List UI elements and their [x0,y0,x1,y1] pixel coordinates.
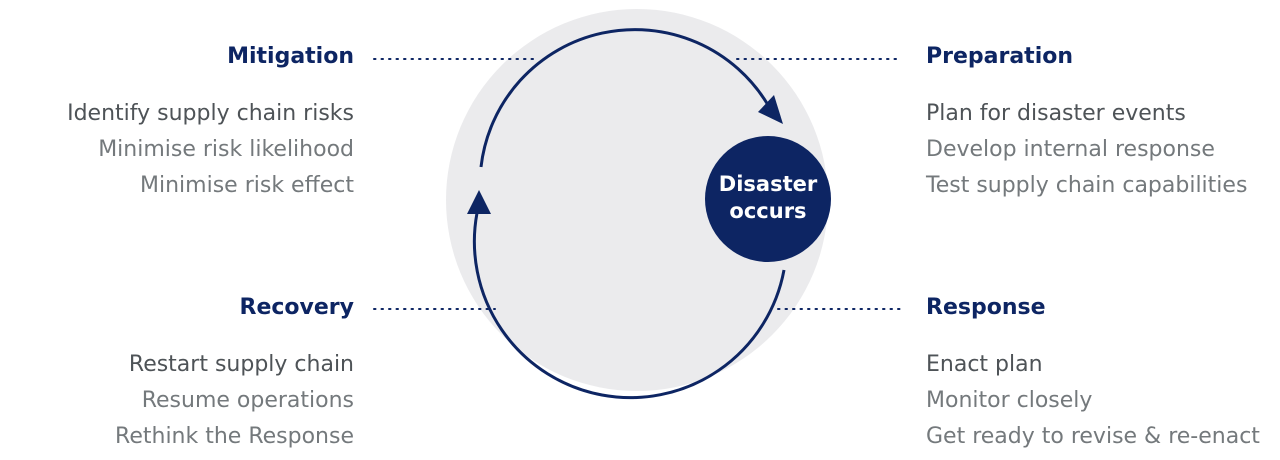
background-circle [446,9,828,391]
cycle-arrows-icon [467,28,786,400]
recovery-item: Restart supply chain [128,352,354,377]
disaster-node [705,136,831,262]
arc-arrowhead-right-icon [758,95,783,124]
response-item: Enact plan [926,352,1043,377]
mitigation-item: Minimise risk likelihood [98,137,354,162]
disaster-node-line2: occurs [729,199,807,223]
response-title: Response [926,295,1046,320]
upper-arc [479,28,770,168]
response-item: Get ready to revise & re-enact [926,424,1260,449]
mitigation-title: Mitigation [227,44,354,69]
response-list: Enact plan Monitor closely Get ready to … [926,347,1260,455]
disaster-node-line1: Disaster [718,172,818,196]
mitigation-list: Identify supply chain risks Minimise ris… [67,96,354,204]
preparation-phase: Preparation Plan for disaster events Dev… [926,43,1247,204]
mitigation-item: Minimise risk effect [140,173,354,198]
preparation-item: Test supply chain capabilities [926,173,1248,198]
recovery-item: Resume operations [141,388,354,413]
arc-arrowhead-up-icon [467,190,491,214]
mitigation-phase: Mitigation Identify supply chain risks M… [67,43,354,204]
response-phase: Response Enact plan Monitor closely Get … [926,294,1260,455]
recovery-phase: Recovery Restart supply chain Resume ope… [115,294,354,455]
disaster-node-label: Disaster occurs [708,171,828,225]
preparation-item: Develop internal response [926,137,1215,162]
response-item: Monitor closely [926,388,1093,413]
preparation-list: Plan for disaster events Develop interna… [926,96,1247,204]
lower-arc [472,212,786,400]
mitigation-item: Identify supply chain risks [67,101,354,126]
preparation-title: Preparation [926,44,1074,69]
recovery-item: Rethink the Response [115,424,354,449]
recovery-list: Restart supply chain Resume operations R… [115,347,354,455]
recovery-title: Recovery [239,295,354,320]
preparation-item: Plan for disaster events [926,101,1186,126]
